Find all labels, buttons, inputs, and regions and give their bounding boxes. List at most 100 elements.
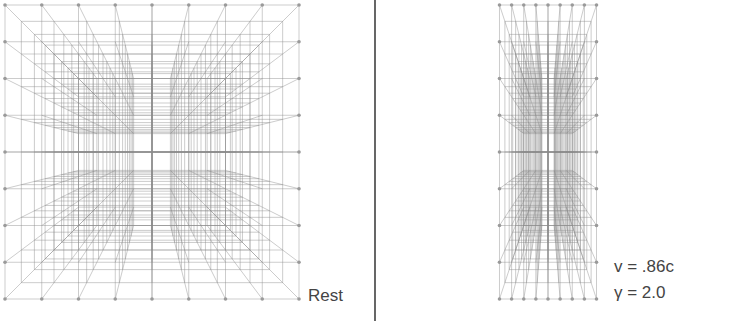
lattice-line xyxy=(54,201,250,202)
lattice-line xyxy=(509,210,587,211)
lattice-point xyxy=(558,3,562,7)
lattice-line xyxy=(54,176,250,177)
lattice-point xyxy=(224,297,228,301)
lattice-line xyxy=(548,54,549,250)
lattice-line xyxy=(226,152,300,153)
lattice-line xyxy=(509,181,587,182)
lattice-point xyxy=(40,3,44,7)
lattice-line xyxy=(499,262,596,263)
lattice-point xyxy=(570,3,574,7)
lattice-point xyxy=(40,297,44,301)
lattice-line xyxy=(68,236,236,237)
lattice-point xyxy=(3,77,7,81)
lattice-line xyxy=(226,207,300,262)
lattice-line xyxy=(62,242,243,243)
lattice-point xyxy=(297,187,301,191)
lattice-point xyxy=(297,40,301,44)
lattice-line xyxy=(513,232,584,233)
lattice-line xyxy=(21,250,282,251)
lattice-line xyxy=(554,79,555,226)
lattice-point xyxy=(522,297,526,301)
lattice-line xyxy=(34,181,269,182)
lattice-point xyxy=(297,77,301,81)
lattice-line xyxy=(572,207,596,262)
lattice-line xyxy=(188,79,189,226)
lattice-line xyxy=(170,79,171,226)
lattice-line xyxy=(45,232,259,233)
lattice-point xyxy=(498,260,502,264)
lattice-line xyxy=(572,5,596,79)
lattice-point xyxy=(498,77,502,81)
lattice-line xyxy=(74,230,231,231)
lattice-point xyxy=(595,3,599,7)
lattice-line xyxy=(34,240,269,241)
lattice-point xyxy=(297,224,301,228)
lattice-point xyxy=(595,113,599,117)
lattice-point xyxy=(546,3,550,7)
lattice-line xyxy=(79,225,226,226)
lattice-point xyxy=(3,260,7,264)
lattice-line xyxy=(522,230,574,231)
lattice-point xyxy=(297,150,301,154)
lattice-point xyxy=(595,224,599,228)
lattice-line xyxy=(45,205,259,206)
lattice-line xyxy=(524,188,573,189)
lattice-point xyxy=(498,187,502,191)
lattice-line xyxy=(573,74,574,231)
lattice-line xyxy=(210,34,211,269)
lattice-line xyxy=(45,258,259,259)
lattice-line xyxy=(226,115,300,133)
lattice-line xyxy=(230,74,231,231)
lattice-point xyxy=(3,150,7,154)
lattice-line xyxy=(79,170,226,171)
lattice-line xyxy=(505,250,591,251)
lattice-line xyxy=(225,79,226,226)
lattice-point xyxy=(77,3,81,7)
lattice-point xyxy=(498,113,502,117)
lattice-line xyxy=(54,250,250,251)
lattice-line xyxy=(499,225,596,226)
lattice-point xyxy=(3,297,7,301)
lattice-line xyxy=(226,5,300,79)
lattice-line xyxy=(513,205,584,206)
lattice-line xyxy=(566,226,584,300)
lattice-line xyxy=(152,79,153,226)
lattice-line xyxy=(34,269,269,270)
lattice-line xyxy=(575,68,576,236)
lattice-line xyxy=(207,5,262,79)
divider-line xyxy=(374,0,375,321)
lattice-point xyxy=(498,150,502,154)
lattice-line xyxy=(572,79,573,226)
lattice-point xyxy=(260,3,264,7)
lattice-line xyxy=(566,5,584,79)
lattice-line xyxy=(524,170,573,171)
state-label: Rest xyxy=(306,286,345,306)
lattice-line xyxy=(226,79,300,116)
lattice-line xyxy=(5,262,299,263)
lattice-line xyxy=(225,5,226,299)
lattice-point xyxy=(113,3,117,7)
lattice-point xyxy=(510,3,514,7)
lattice-line xyxy=(79,5,116,79)
lattice-line xyxy=(509,269,587,270)
parameter-label: v = .86c xyxy=(612,257,676,277)
lattice-point xyxy=(558,297,562,301)
lattice-line xyxy=(21,217,282,218)
lattice-line xyxy=(5,188,299,189)
lattice-point xyxy=(498,40,502,44)
lattice-point xyxy=(297,3,301,7)
lattice-line xyxy=(34,210,269,211)
lattice-line xyxy=(21,282,282,283)
lattice-line xyxy=(516,225,581,226)
lattice-line xyxy=(207,226,262,300)
lattice-line xyxy=(572,226,596,300)
lattice-line xyxy=(566,79,567,226)
lattice-line xyxy=(572,54,573,250)
lattice-line xyxy=(509,240,587,241)
lattice-line xyxy=(45,178,259,179)
lattice-line xyxy=(572,5,573,299)
lattice-line xyxy=(518,242,578,243)
lattice-point xyxy=(583,3,587,7)
lattice-point xyxy=(498,297,502,301)
lattice-line xyxy=(152,54,153,250)
